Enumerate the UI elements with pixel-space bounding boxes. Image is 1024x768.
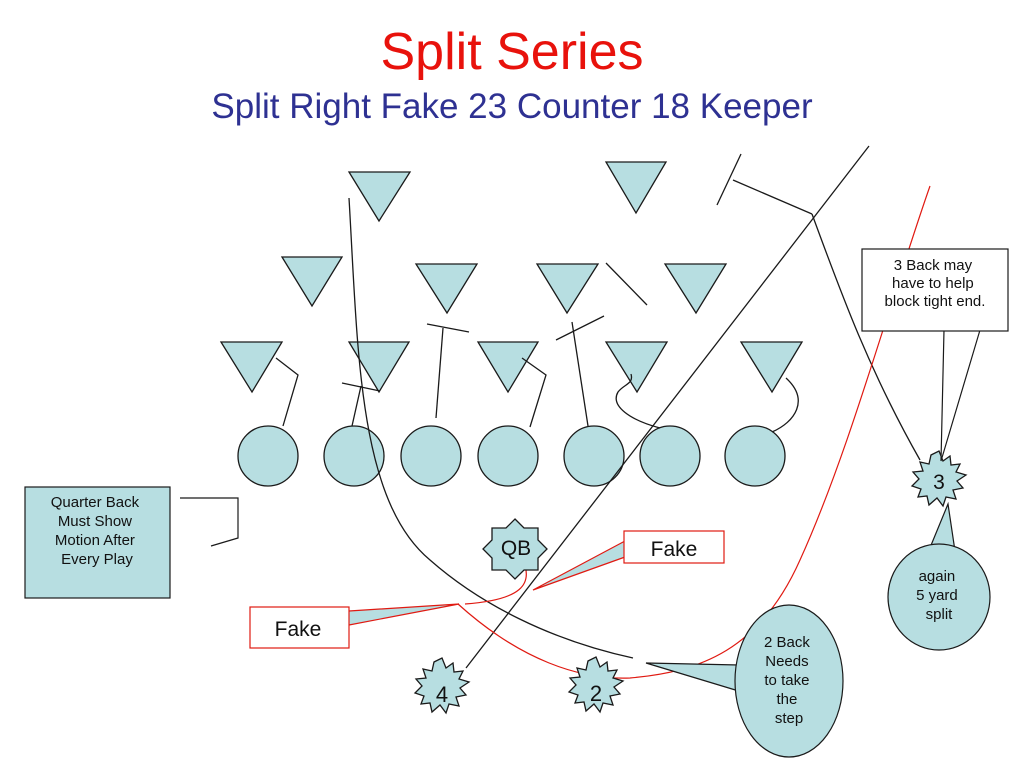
split-line-2: 5 yard bbox=[916, 587, 958, 604]
block-line-2 bbox=[351, 385, 362, 427]
slide-title: Split Series bbox=[380, 23, 644, 81]
fake-right-callout: Fake bbox=[532, 530, 725, 591]
fake-left-label: Fake bbox=[275, 618, 322, 641]
defender-linebacker-3 bbox=[535, 263, 600, 315]
three-back-callout: 3 Back may have to help block tight end. bbox=[861, 248, 1009, 462]
defender-lineman-1 bbox=[219, 341, 284, 394]
fake-right-pointer bbox=[532, 540, 626, 591]
quarterback-line-3: Motion After bbox=[55, 532, 135, 549]
defender-linebacker-4 bbox=[663, 263, 728, 315]
two-back-bubble bbox=[734, 604, 844, 758]
three-back-line-1: 3 Back may bbox=[894, 257, 973, 274]
two-back-line-5: step bbox=[775, 710, 803, 727]
split-callout: again 5 yard split bbox=[887, 501, 991, 651]
offensive-lineman-7 bbox=[724, 425, 786, 487]
slide-subtitle: Split Right Fake 23 Counter 18 Keeper bbox=[211, 87, 813, 126]
quarterback-line-4: Every Play bbox=[61, 551, 133, 568]
split-line-1: again bbox=[919, 568, 956, 585]
safety-block-line bbox=[716, 153, 742, 206]
fake-right-box bbox=[623, 530, 725, 564]
two-back-line-1: 2 Back bbox=[764, 634, 810, 651]
route-back-4 bbox=[465, 145, 870, 669]
two-back-line-3: to take bbox=[764, 672, 809, 689]
fake-left-callout: Fake bbox=[249, 603, 460, 649]
back-2-marker bbox=[567, 656, 625, 714]
two-back-text: 2 Back Needs to take the step bbox=[764, 634, 814, 727]
defender-lineman-3 bbox=[476, 341, 540, 394]
block-line-5-cap bbox=[555, 315, 605, 341]
offensive-lineman-6 bbox=[639, 425, 701, 487]
quarterback-line-1: Quarter Back bbox=[51, 494, 140, 511]
block-line-3-cap bbox=[426, 323, 470, 333]
linebacker-block-line bbox=[605, 262, 648, 306]
back-3-label: 3 bbox=[933, 471, 945, 494]
two-back-line-2: Needs bbox=[765, 653, 808, 670]
offensive-lineman-1 bbox=[237, 425, 299, 487]
back-2-label: 2 bbox=[590, 681, 602, 706]
fake-right-label: Fake bbox=[651, 538, 698, 561]
defender-safety-left bbox=[347, 171, 412, 223]
route-qb-keeper bbox=[348, 197, 634, 659]
backs bbox=[413, 450, 968, 715]
qb-label: QB bbox=[501, 537, 531, 560]
defender-lineman-2 bbox=[347, 341, 411, 394]
quarterback-box bbox=[24, 486, 171, 599]
quarterback-bracket bbox=[180, 497, 239, 547]
split-pointer bbox=[926, 501, 956, 556]
quarterback-line-2: Must Show bbox=[58, 513, 132, 530]
split-line-3: split bbox=[926, 606, 954, 623]
block-line-3 bbox=[435, 327, 444, 419]
defender-lineman-5 bbox=[739, 341, 804, 394]
offensive-lineman-2 bbox=[323, 425, 385, 487]
block-line-6 bbox=[615, 373, 661, 429]
safety-block-cap bbox=[732, 179, 813, 215]
defender-safety-right bbox=[604, 161, 668, 215]
split-bubble bbox=[887, 543, 991, 651]
defender-linebacker-2 bbox=[414, 263, 479, 315]
offensive-lineman-4 bbox=[477, 425, 539, 487]
two-back-callout: 2 Back Needs to take the step bbox=[645, 604, 844, 758]
three-back-pointer bbox=[940, 329, 981, 462]
offensive-lineman-5 bbox=[563, 425, 625, 487]
three-back-line-2: have to help bbox=[892, 275, 974, 292]
block-line-1 bbox=[275, 357, 299, 427]
block-line-2-cap bbox=[341, 382, 381, 392]
offensive-lineman-3 bbox=[400, 425, 462, 487]
back-4-label: 4 bbox=[436, 682, 448, 707]
block-line-5 bbox=[571, 321, 589, 427]
back-4-marker bbox=[413, 657, 471, 715]
back-3-marker bbox=[910, 450, 968, 508]
three-back-box bbox=[861, 248, 1009, 332]
defense bbox=[219, 161, 804, 394]
three-back-line-3: block tight end. bbox=[885, 293, 986, 310]
defender-lineman-4 bbox=[604, 341, 669, 394]
route-back-3-block bbox=[811, 213, 921, 461]
fake-left-box bbox=[249, 606, 350, 649]
split-text: again 5 yard split bbox=[916, 568, 962, 623]
two-back-pointer bbox=[645, 662, 743, 693]
quarterback-marker bbox=[482, 518, 548, 580]
blocking-assignments bbox=[275, 153, 921, 461]
block-line-7 bbox=[771, 377, 799, 433]
two-back-line-4: the bbox=[776, 691, 797, 708]
quarterback-callout: Quarter Back Must Show Motion After Ever… bbox=[24, 486, 239, 599]
block-line-4 bbox=[521, 357, 547, 428]
three-back-text: 3 Back may have to help block tight end. bbox=[885, 257, 986, 310]
quarterback-text: Quarter Back Must Show Motion After Ever… bbox=[51, 494, 144, 568]
player-labels: QB 4 2 3 bbox=[436, 471, 945, 707]
route-back-2-fake bbox=[457, 185, 931, 679]
fake-left-pointer bbox=[348, 603, 460, 626]
defender-linebacker-1 bbox=[280, 256, 344, 308]
offensive-line bbox=[237, 425, 786, 487]
